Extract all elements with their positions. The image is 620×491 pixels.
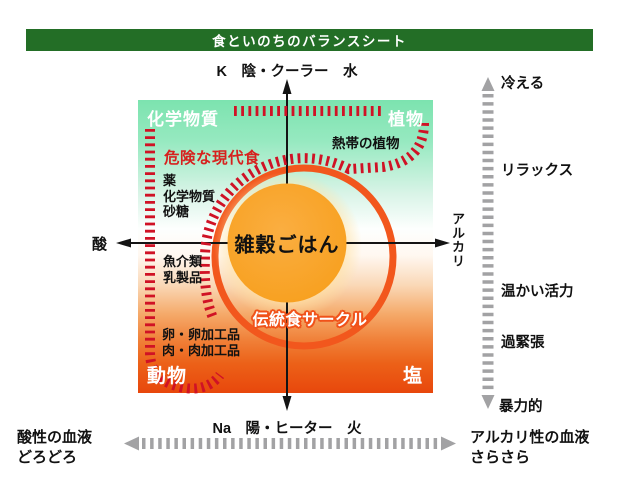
blood-label-acidic-line1: 酸性の血液 — [17, 429, 93, 446]
left-arrowhead-icon — [116, 238, 131, 248]
danger-food-list-middle: 魚介類 乳製品 — [163, 254, 202, 285]
axis-label-left-acid: 酸 — [92, 236, 108, 253]
corner-label-plants: 植物 — [388, 110, 424, 129]
center-food-label: 雑穀ごはん — [234, 234, 340, 257]
corner-label-salt: 塩 — [403, 366, 424, 387]
gray-down-arrowhead-icon — [481, 395, 495, 409]
scale-label-cold: 冷える — [501, 76, 545, 92]
corner-label-animals: 動物 — [147, 366, 188, 387]
right-arrowhead-icon — [435, 238, 450, 248]
blood-label-alkaline-line2: さらさら — [470, 448, 531, 466]
list-item: 卵・卵加工品 — [162, 327, 241, 342]
danger-zone-title: 危険な現代食 — [164, 150, 261, 167]
list-item: 砂糖 — [163, 204, 190, 219]
list-item: 魚介類 — [163, 254, 203, 269]
center-food-circle — [227, 183, 347, 303]
page-title: 食といのちのバランスシート — [212, 34, 407, 49]
axis-label-bottom-na: Na 陽・ヒーター 火 — [212, 421, 362, 437]
blood-label-acidic-line2: どろどろ — [17, 448, 78, 466]
header-bar: 食といのちのバランスシート — [26, 29, 593, 51]
danger-food-list-upper: 薬 化学物質 砂糖 — [163, 173, 215, 220]
body-state-scale-arrow — [481, 77, 495, 409]
gray-up-arrowhead-icon — [481, 77, 495, 91]
axis-label-right-alkali: アルカリ — [450, 212, 465, 268]
scale-label-hypertension: 過緊張 — [501, 335, 545, 351]
gray-right-arrowhead-icon — [441, 436, 456, 451]
list-item: 乳製品 — [163, 269, 203, 285]
blood-label-alkaline: アルカリ性の血液 さらさら — [470, 428, 589, 467]
corner-label-chemicals: 化学物質 — [147, 110, 219, 129]
tropical-plants-note: 熱帯の植物 — [332, 136, 400, 151]
scale-label-warm-vitality: 温かい活力 — [501, 284, 574, 300]
axis-label-top-k: K 陰・クーラー 水 — [216, 64, 358, 80]
list-item: 化学物質 — [163, 188, 216, 204]
danger-boundary-tropical-hook-and-ring-arc — [199, 122, 429, 320]
traditional-circle-label: 伝統食サークル — [252, 312, 368, 329]
danger-zone-hatched-boundary — [145, 106, 429, 394]
blood-label-acidic: 酸性の血液 どろどろ — [17, 428, 92, 467]
down-arrowhead-icon — [282, 396, 292, 411]
danger-boundary-left — [145, 129, 225, 394]
blood-scale-arrow — [124, 436, 456, 451]
scale-label-relax: リラックス — [501, 163, 574, 179]
danger-food-list-lower: 卵・卵加工品 肉・肉加工品 — [162, 327, 240, 358]
blood-label-alkaline-line1: アルカリ性の血液 — [470, 429, 590, 446]
up-arrowhead-icon — [282, 79, 292, 94]
gray-left-arrowhead-icon — [124, 436, 139, 451]
list-item: 肉・肉加工品 — [162, 342, 241, 358]
scale-label-violent: 暴力的 — [499, 399, 543, 415]
list-item: 薬 — [163, 173, 177, 188]
